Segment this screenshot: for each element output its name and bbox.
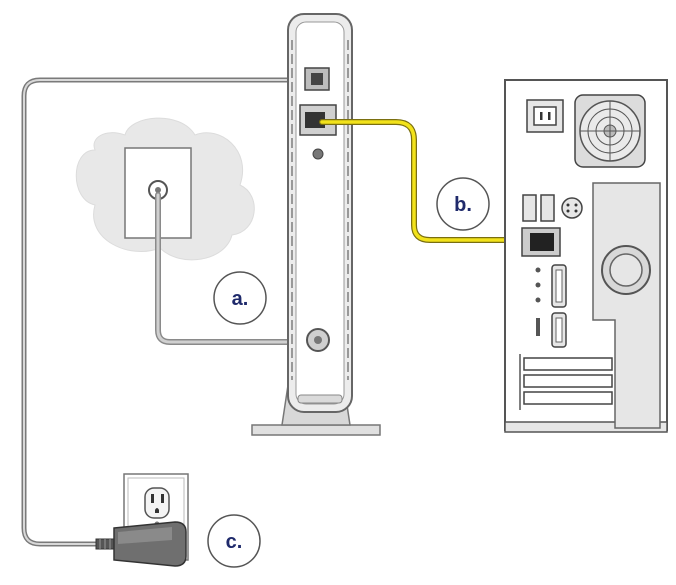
- callout-a-label: a.: [232, 288, 249, 310]
- callout-b-label: b.: [454, 194, 472, 216]
- computer-usb-port-1: [522, 194, 537, 222]
- computer-power-inlet: [526, 99, 564, 133]
- adapter-body: [113, 521, 187, 567]
- computer-expansion-slot-2: [523, 374, 613, 388]
- callout-b: b.: [436, 177, 490, 231]
- cable-modem-icon: [251, 13, 381, 436]
- computer-usb-port-2: [540, 194, 555, 222]
- callout-c: c.: [207, 514, 261, 568]
- callout-a: a.: [213, 271, 267, 325]
- computer-ps2-port: [561, 197, 583, 219]
- desktop-computer-icon: [504, 79, 668, 433]
- computer-expansion-slot-3: [523, 391, 613, 405]
- callout-c-label: c.: [226, 531, 243, 553]
- computer-expansion-slot-1: [523, 357, 613, 371]
- modem-base: [251, 424, 381, 436]
- modem-reset-button: [312, 148, 324, 160]
- ethernet-cable: [319, 119, 538, 243]
- coax-wall-jack-icon: [75, 117, 255, 261]
- power-adapter-icon: [95, 521, 187, 567]
